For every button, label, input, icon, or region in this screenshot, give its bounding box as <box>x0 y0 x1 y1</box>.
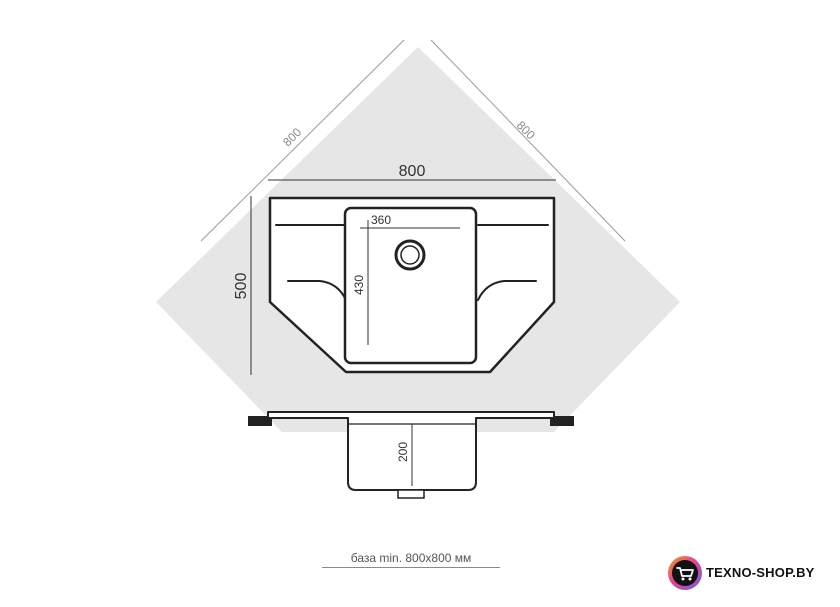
bowl-height-label: 200 <box>396 442 410 462</box>
brand-name: TEXNO-SHOP.BY <box>706 565 815 580</box>
bowl-depth-label: 430 <box>352 275 366 295</box>
left-flange <box>248 416 272 426</box>
brand-badge <box>668 556 702 590</box>
base-caption-underline <box>322 567 500 568</box>
bowl-outline <box>343 206 478 365</box>
corner-right-dimension-label: 800 <box>514 118 538 142</box>
right-flange <box>550 416 574 426</box>
bowl-width-label: 360 <box>371 213 391 227</box>
base-caption: база min. 800x800 мм <box>350 551 472 565</box>
drainer-grooves <box>275 224 549 301</box>
overall-width-label: 800 <box>399 163 426 180</box>
overall-depth-label: 500 <box>233 273 250 300</box>
corner-left-dimension-label: 800 <box>280 125 304 149</box>
corner-dimension-lines <box>200 39 626 242</box>
drain <box>394 239 426 271</box>
drain-outlet <box>397 489 425 499</box>
bowl-dimension-lines <box>360 220 460 345</box>
sink-side-view <box>248 411 574 499</box>
shopping-cart-icon <box>676 567 694 581</box>
brand-logo: TEXNO-SHOP.BY <box>668 556 838 590</box>
